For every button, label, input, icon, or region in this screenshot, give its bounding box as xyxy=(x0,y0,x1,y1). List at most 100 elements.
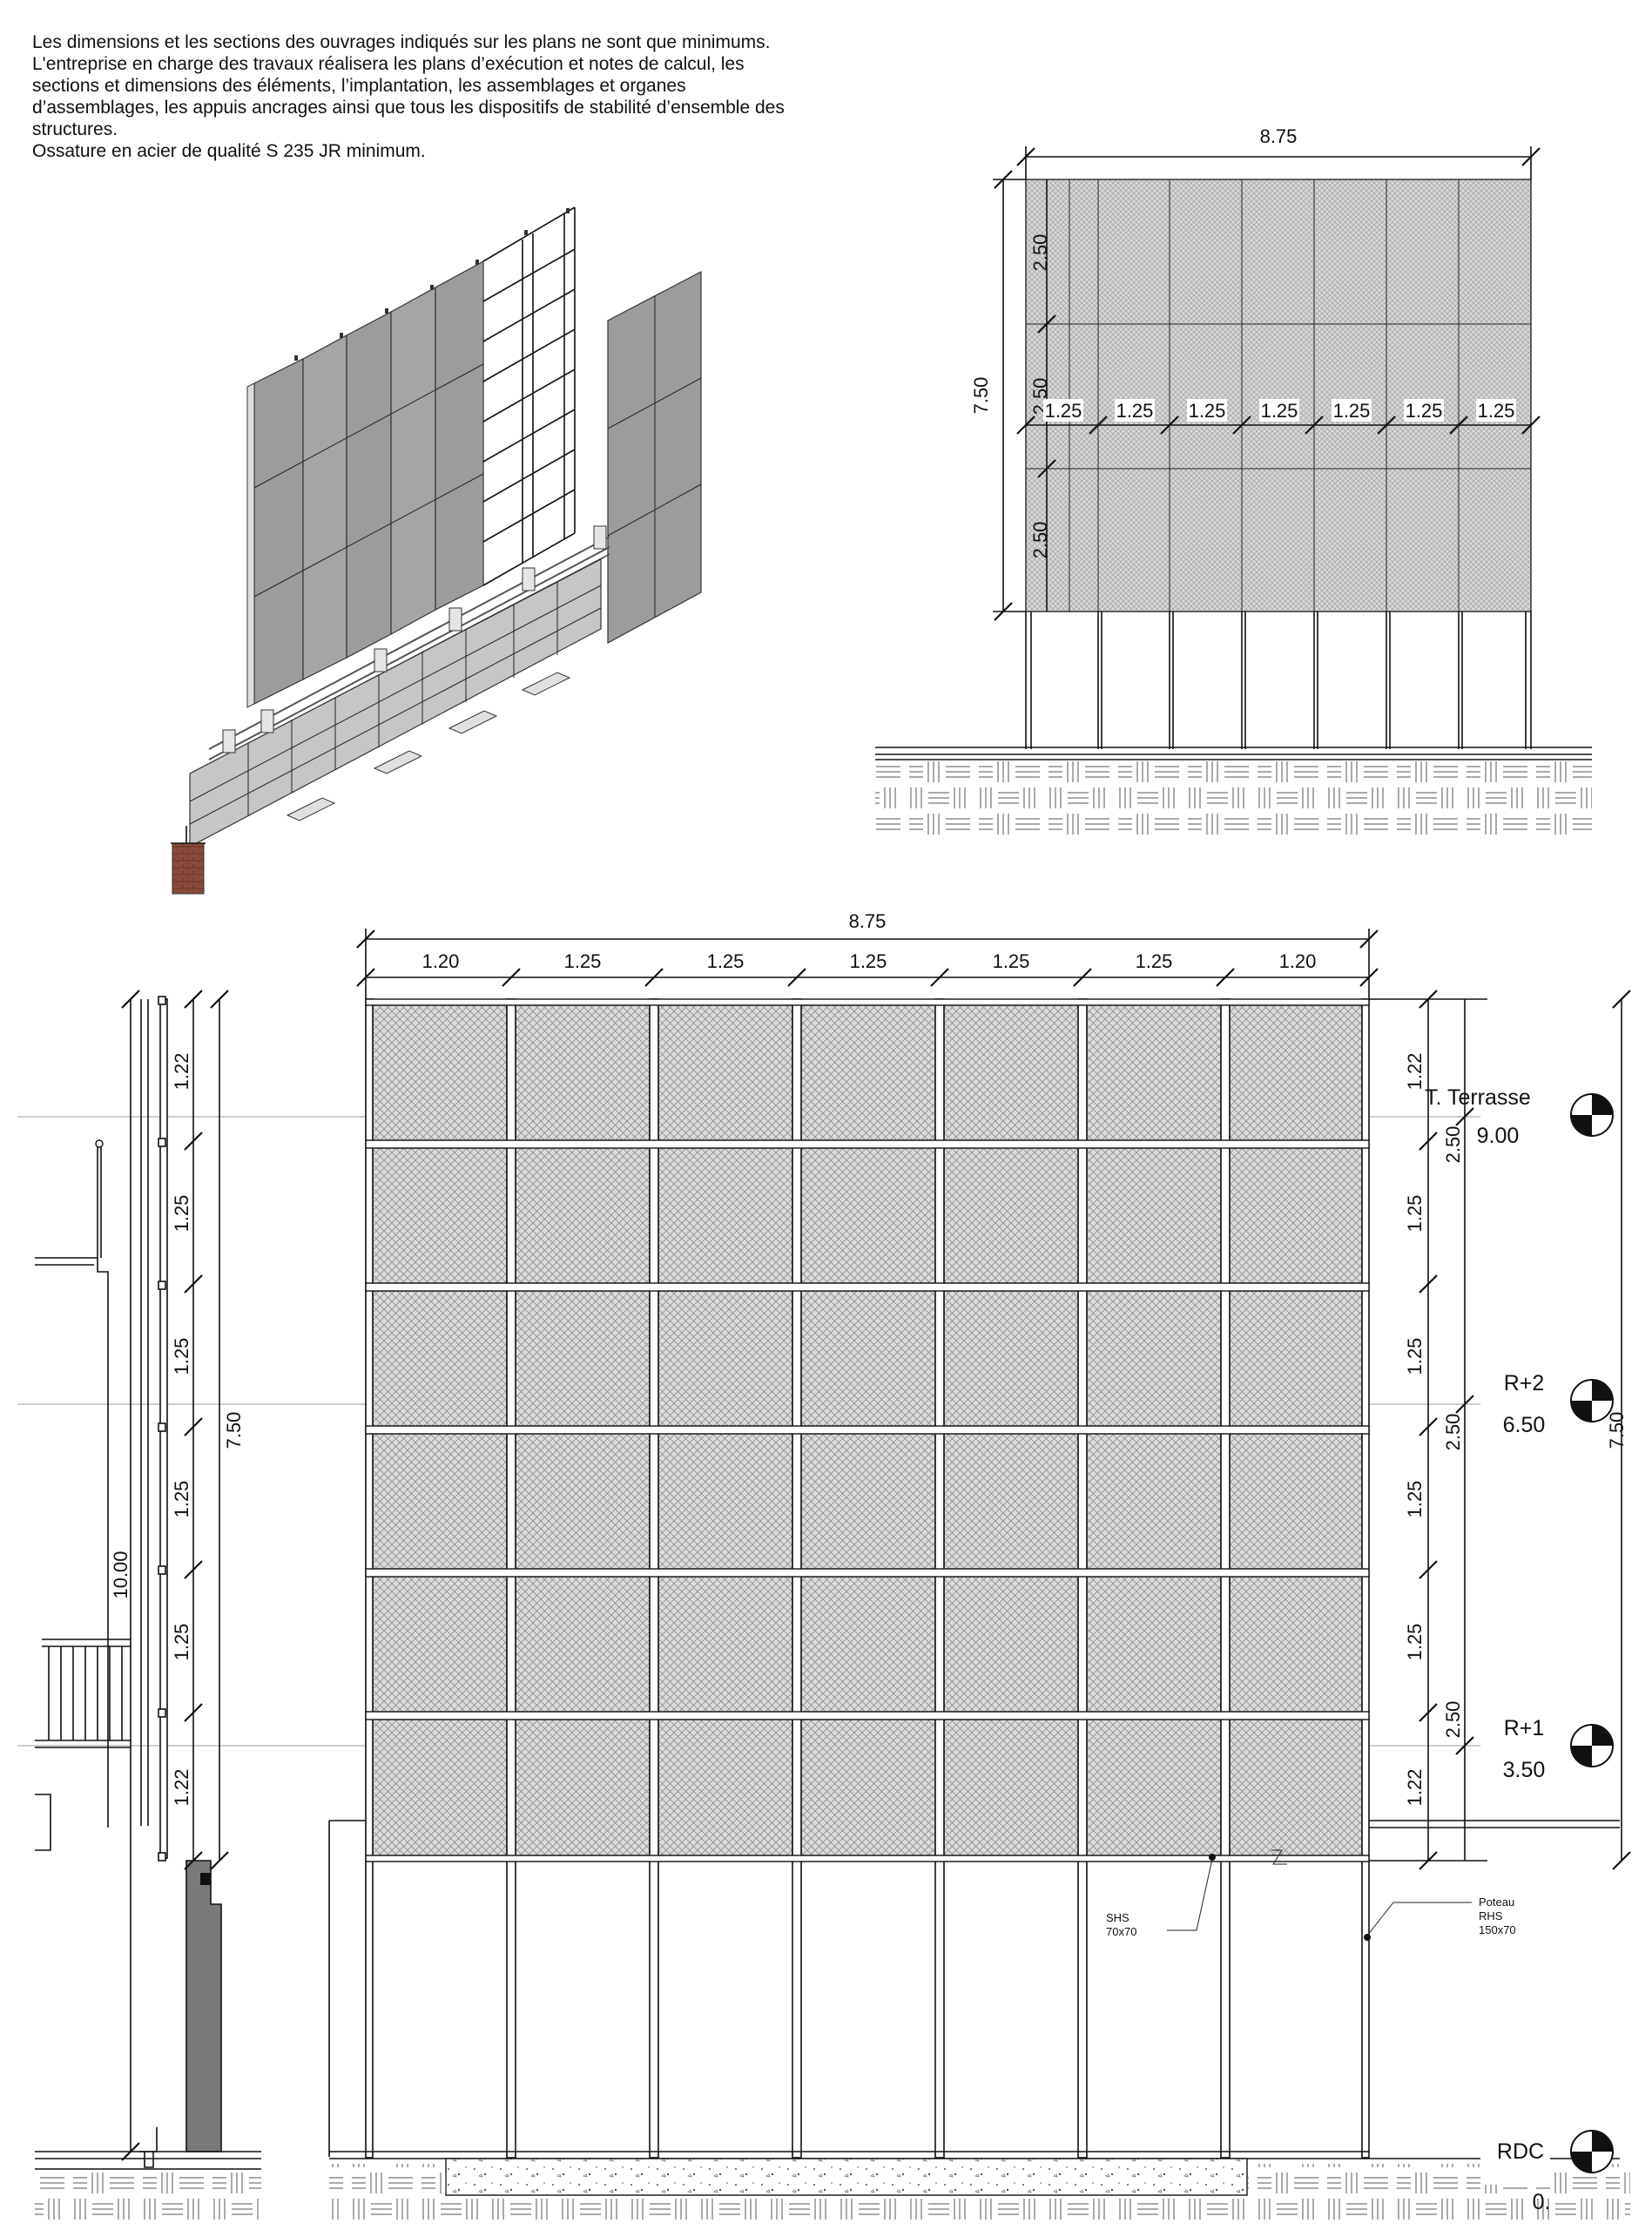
main-dim-ticks xyxy=(356,929,1379,949)
iso-pillar-cap xyxy=(171,826,206,844)
general-notes: Les dimensions et les sections des ouvra… xyxy=(32,31,894,162)
iso-panel-col xyxy=(253,358,304,705)
main-panel-width: 1.20 xyxy=(1279,950,1317,972)
section-total-ticks xyxy=(121,990,140,2161)
main-row-dim-line xyxy=(1369,998,1487,1862)
level-marker-r2: R+2 6.50 xyxy=(1503,1371,1614,1437)
section-railing xyxy=(42,1639,131,1740)
section-row-height: 1.25 xyxy=(171,1195,192,1233)
main-row-height: 1.25 xyxy=(1404,1481,1426,1518)
iso-detached-lines xyxy=(607,296,702,617)
note-line: structures. xyxy=(32,119,118,139)
bottom-marker xyxy=(1271,1849,1287,1865)
shs-size: 70x70 xyxy=(1106,1925,1136,1938)
section-pole-top xyxy=(95,1139,104,1148)
small-row-ticks xyxy=(1037,314,1056,478)
section-rail-brackets xyxy=(158,996,166,1862)
level-marker-terrasse: T. Terrasse 9.00 xyxy=(1425,1085,1614,1148)
isometric-view xyxy=(171,206,702,895)
main-rails xyxy=(365,998,1370,1862)
note-line: d’assemblages, les appuis ancrages ainsi… xyxy=(32,98,785,118)
main-slab xyxy=(445,2158,1248,2196)
section-foot xyxy=(139,2127,158,2168)
small-panel-width: 1.25 xyxy=(1261,400,1298,422)
main-floor-height: 2.50 xyxy=(1442,1126,1464,1164)
small-overall-height: 7.50 xyxy=(970,377,992,415)
section-total-height: 10.00 xyxy=(110,1551,131,1598)
small-mesh-panel xyxy=(1025,179,1532,612)
main-row-height: 1.25 xyxy=(1404,1338,1426,1375)
section-pole xyxy=(97,1146,102,1258)
shs-label: SHS xyxy=(1106,1911,1129,1924)
small-dim-ticks xyxy=(1016,147,1541,166)
post-label: Poteau xyxy=(1479,1896,1514,1909)
iso-panel-col xyxy=(435,260,484,611)
section-row-height: 1.22 xyxy=(171,1053,192,1091)
level-value: 3.50 xyxy=(1503,1758,1546,1782)
section-building-edge xyxy=(35,1257,131,1851)
section-overall-height: 7.50 xyxy=(223,1412,245,1450)
level-name: R+1 xyxy=(1504,1716,1545,1740)
main-panel-width: 1.25 xyxy=(707,950,745,972)
level-value: 9.00 xyxy=(1477,1124,1520,1148)
main-floor-ticks xyxy=(1455,1107,1474,1755)
level-symbol-fill xyxy=(1571,1094,1613,1136)
level-marker-rdc: RDC 0. xyxy=(1480,2129,1614,2214)
iso-wall-front xyxy=(189,558,602,848)
note-line: Les dimensions et les sections des ouvra… xyxy=(32,32,771,52)
shs-leader-dot xyxy=(1209,1854,1216,1861)
small-panel-width: 1.25 xyxy=(1116,400,1154,422)
main-floor-height: 2.50 xyxy=(1442,1414,1464,1451)
iso-frame-edge xyxy=(246,382,255,708)
section-row-height: 1.25 xyxy=(171,1624,192,1661)
level-name: T. Terrasse xyxy=(1425,1085,1531,1110)
post-leader xyxy=(1366,1902,1472,1936)
post-size: 150x70 xyxy=(1479,1923,1516,1936)
level-name: R+2 xyxy=(1504,1371,1545,1395)
main-panel-ticks xyxy=(356,968,1379,987)
post-leader-dot xyxy=(1364,1934,1371,1941)
main-panel-width: 1.25 xyxy=(993,950,1030,972)
small-panel-width: 1.25 xyxy=(1478,400,1515,422)
iso-wall-joints xyxy=(189,582,602,825)
main-ground-hatch-left xyxy=(329,2164,446,2225)
main-panel-width: 1.25 xyxy=(850,950,887,972)
level-value: 6.50 xyxy=(1503,1413,1546,1437)
main-row-height: 1.25 xyxy=(1404,1624,1426,1661)
main-ground-line xyxy=(328,1820,1620,2159)
level-symbol-fill xyxy=(1571,2131,1613,2173)
main-panel-width: 1.25 xyxy=(564,950,602,972)
section-view: 1.22 1.25 1.25 1.25 1.25 1.22 7.50 10.00 xyxy=(17,990,1480,2225)
small-dim-width-line xyxy=(1025,146,1532,179)
small-panel-width: 1.25 xyxy=(1406,400,1443,422)
note-line: Ossature en acier de qualité S 235 JR mi… xyxy=(32,141,426,161)
post-type: RHS xyxy=(1479,1909,1503,1923)
level-symbol-fill xyxy=(1571,1380,1613,1422)
main-panel-width: 1.25 xyxy=(1136,950,1173,972)
iso-brick-pillar xyxy=(172,842,205,895)
main-row-height: 1.22 xyxy=(1404,1053,1426,1091)
level-value: 0. xyxy=(1533,2190,1551,2214)
shs-leader xyxy=(1167,1858,1213,1931)
note-line: sections et dimensions des éléments, l’i… xyxy=(32,76,686,96)
iso-feet xyxy=(286,672,571,821)
section-wall xyxy=(185,1860,222,2152)
section-row-ticks xyxy=(184,990,203,1870)
small-row-height: 2.50 xyxy=(1029,522,1051,559)
small-row-height: 2.50 xyxy=(1029,234,1051,272)
level-name: RDC xyxy=(1497,2139,1544,2164)
small-panel-width: 1.25 xyxy=(1333,400,1371,422)
small-dim-height-line xyxy=(993,179,1026,612)
iso-panel-col xyxy=(390,286,436,636)
iso-panel-row-line xyxy=(253,363,484,598)
main-overall-height-ticks xyxy=(1612,990,1631,1870)
small-col-labels xyxy=(1043,399,1516,422)
iso-open-frame xyxy=(482,206,576,586)
main-row-height: 1.22 xyxy=(1404,1769,1426,1807)
level-marker-r1: R+1 3.50 xyxy=(1503,1716,1614,1782)
iso-brackets xyxy=(222,525,607,753)
iso-panel-col xyxy=(302,334,347,680)
small-ground-line xyxy=(875,747,1592,760)
small-ground-hatch xyxy=(875,760,1592,838)
